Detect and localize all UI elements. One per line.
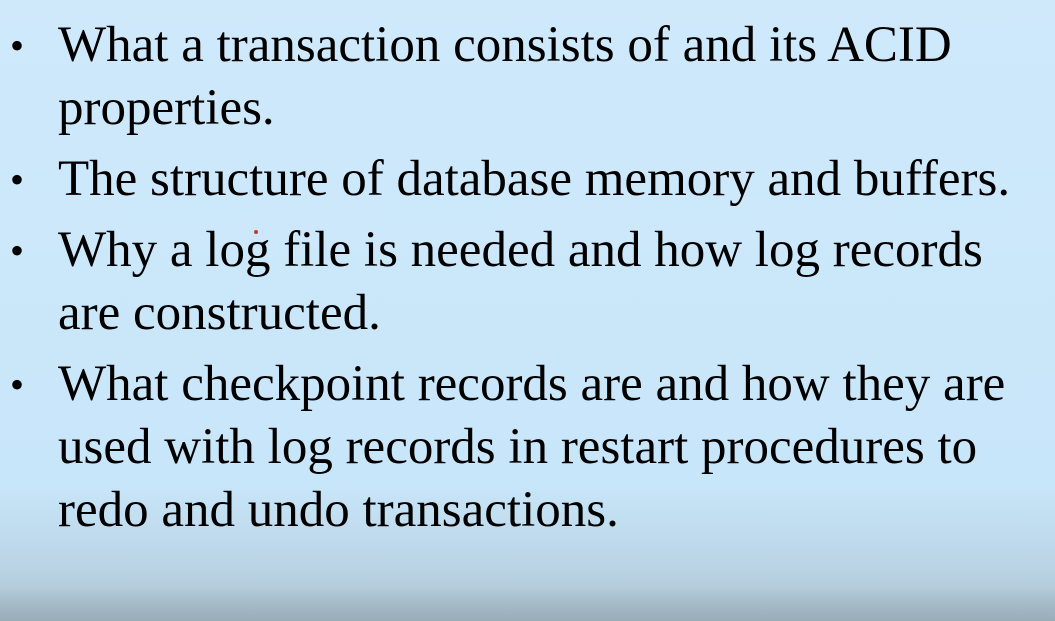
bullet-item: • Why a log file is needed and how log r…: [0, 219, 1055, 345]
bullet-item: • The structure of database memory and b…: [0, 148, 1055, 211]
bullet-text: The structure of database memory and buf…: [58, 151, 1011, 207]
laser-pointer-dot: [254, 230, 258, 234]
bullet-item: • What checkpoint records are and how th…: [0, 353, 1055, 542]
bullet-dot-icon: •: [10, 23, 25, 68]
bullet-dot-icon: •: [10, 362, 25, 407]
bullet-list: • What a transaction consists of and its…: [0, 14, 1055, 550]
bullet-text: What checkpoint records are and how they…: [58, 356, 1006, 538]
bullet-dot-icon: •: [10, 228, 25, 273]
bullet-dot-icon: •: [10, 157, 25, 202]
bullet-text: Why a log file is needed and how log rec…: [58, 222, 983, 341]
bullet-item: • What a transaction consists of and its…: [0, 14, 1055, 140]
bullet-text: What a transaction consists of and its A…: [58, 17, 952, 136]
bottom-shadow: [0, 587, 1055, 621]
